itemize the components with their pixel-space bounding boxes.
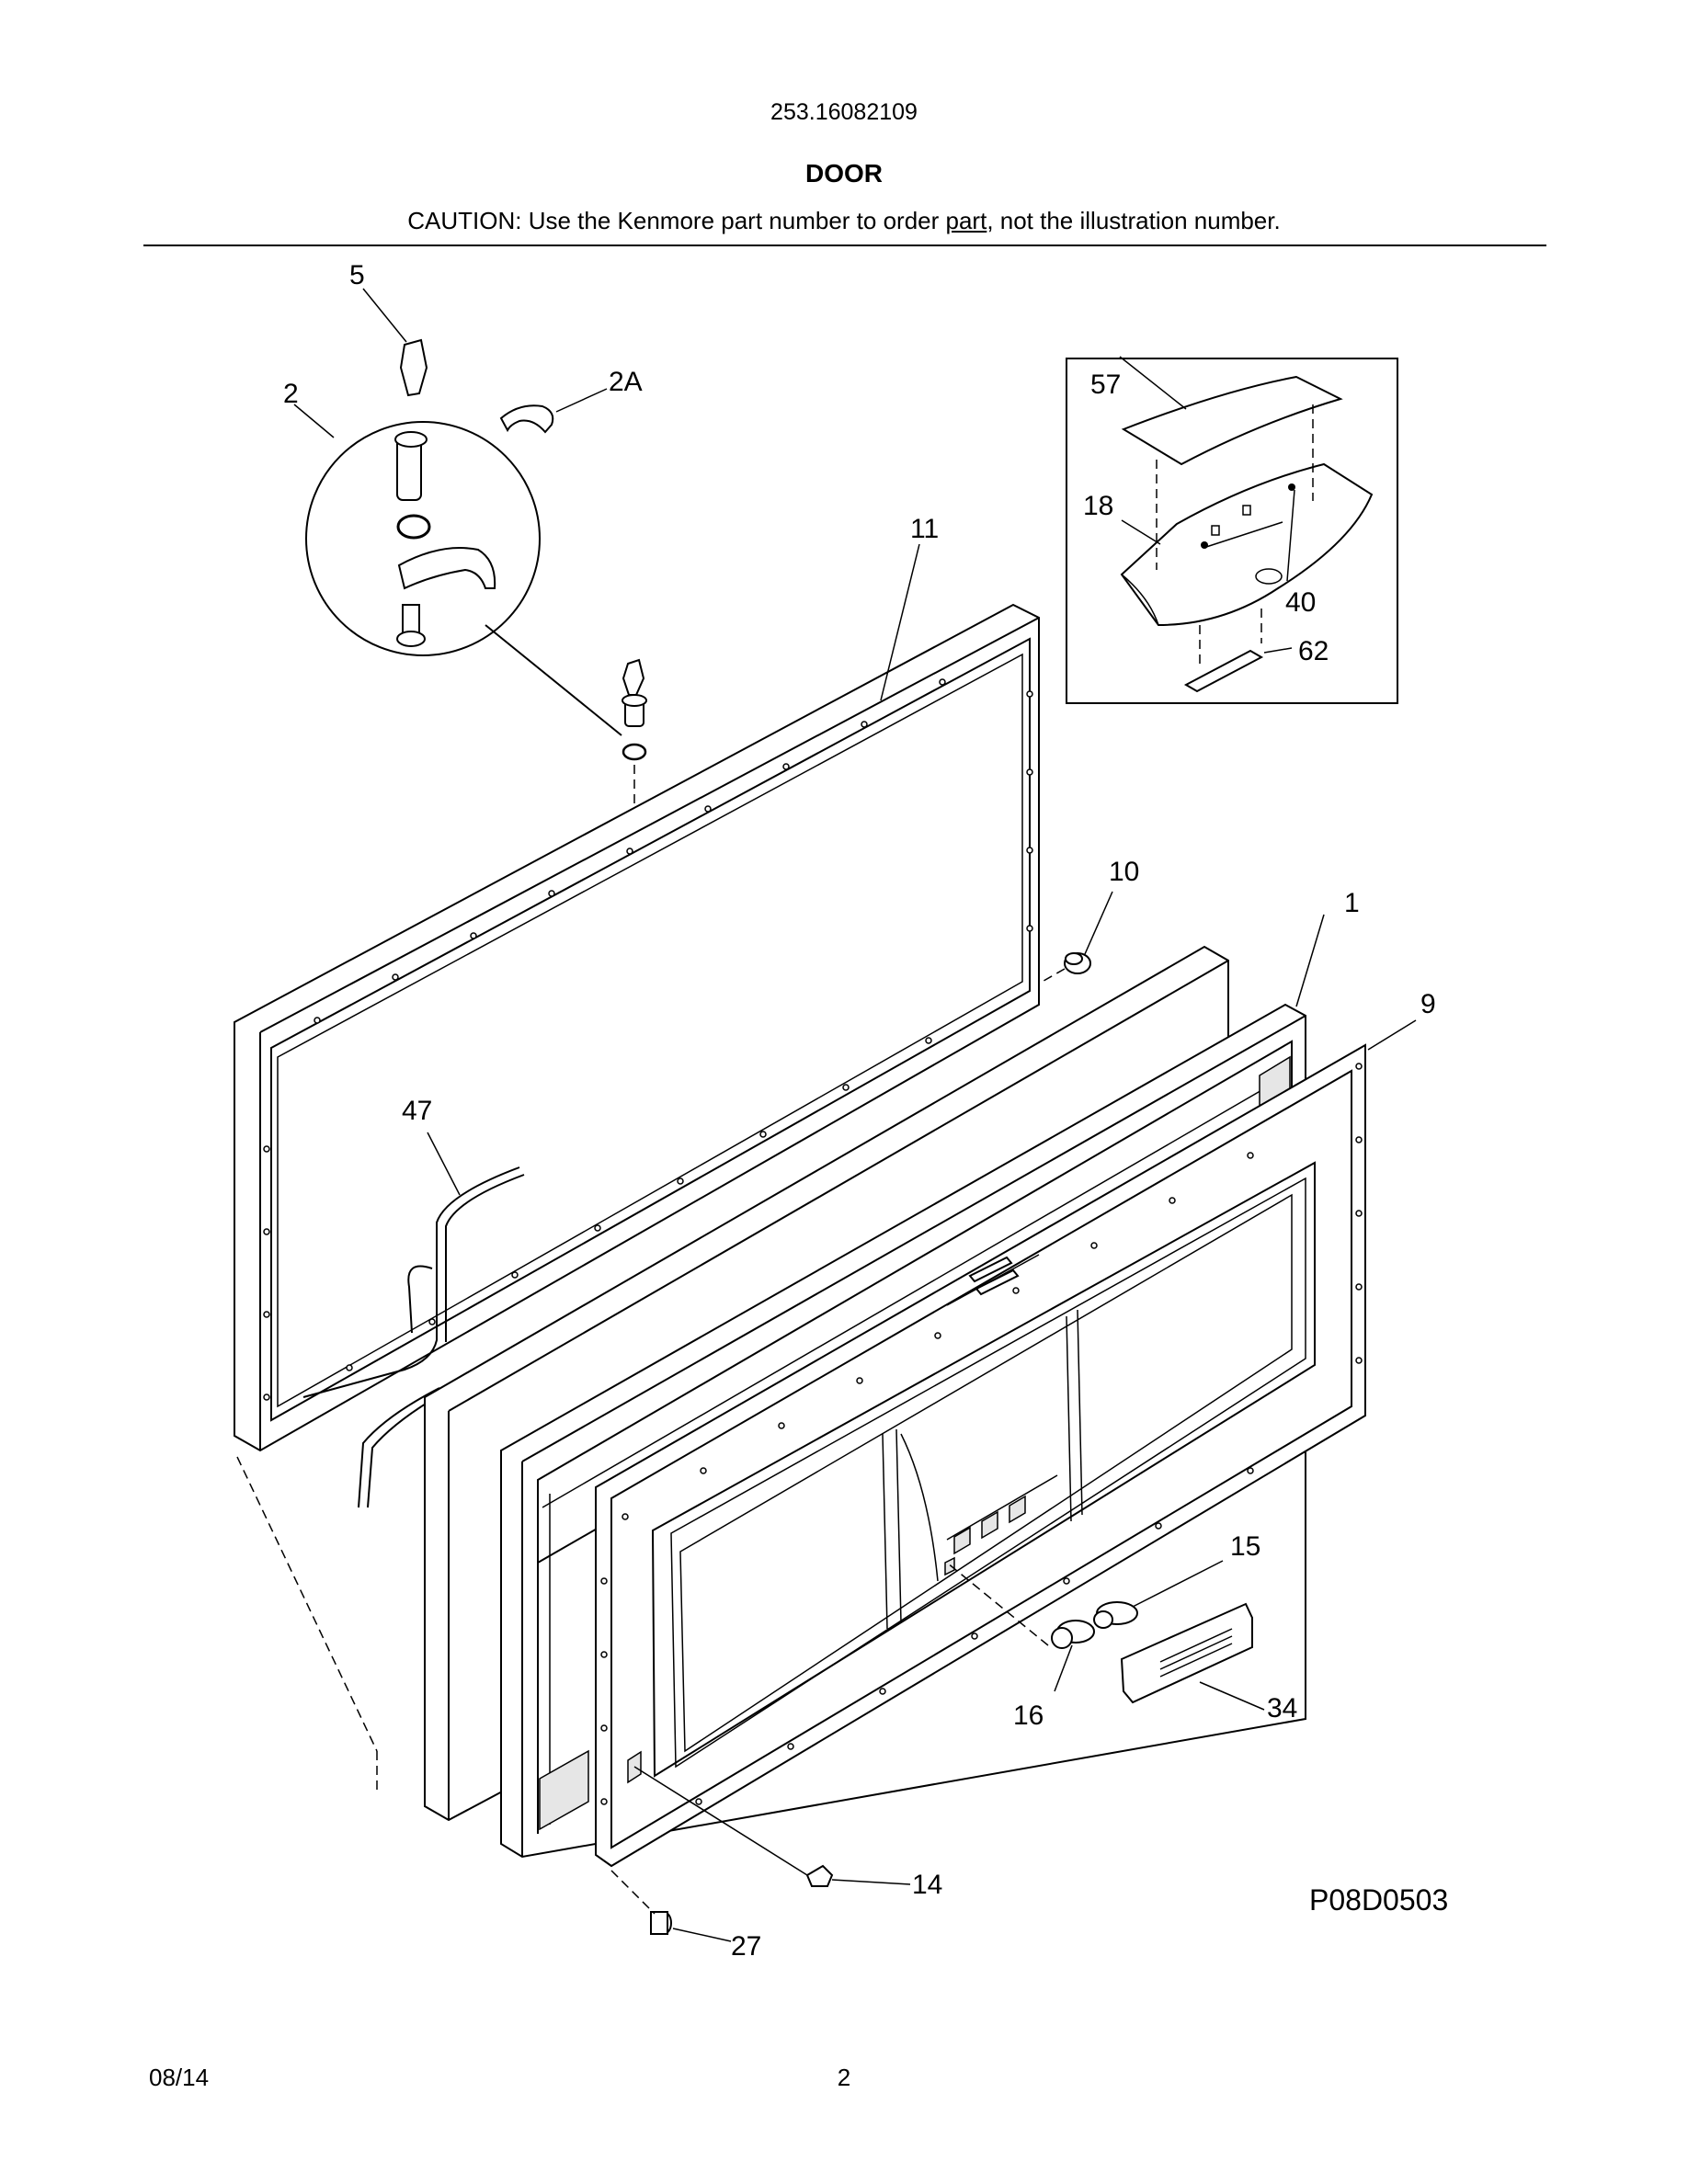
trim-strip-57	[1121, 375, 1343, 466]
callout-1: 1	[1344, 888, 1360, 918]
frame-11-holes	[263, 678, 1033, 1401]
callout-57: 57	[1090, 370, 1121, 400]
callout-5: 5	[349, 260, 365, 290]
liner-9-holes	[600, 1063, 1363, 1805]
handle-inset-box	[1066, 356, 1398, 704]
light-shield-34	[1120, 1602, 1265, 1711]
light-switch-14	[633, 1766, 911, 1887]
callout-62: 62	[1298, 636, 1329, 666]
handle-18	[1120, 462, 1374, 627]
hinge-pin	[622, 658, 645, 696]
clip-2A	[499, 404, 554, 434]
caution-prefix: CAUTION: Use the Kenmore part number to …	[407, 207, 946, 234]
footer-date: 08/14	[149, 2064, 210, 2091]
caution-note: CAUTION: Use the Kenmore part number to …	[0, 207, 1688, 235]
hinge-cap-5	[399, 338, 428, 397]
callout-27: 27	[731, 1931, 761, 1962]
callout-2: 2	[283, 379, 299, 409]
door-liner-frame-11	[234, 603, 1040, 1452]
callout-9: 9	[1420, 989, 1436, 1019]
callout-10: 10	[1109, 857, 1139, 887]
callout-16: 16	[1013, 1701, 1044, 1731]
header-rule	[143, 245, 1546, 246]
callout-18: 18	[1083, 491, 1113, 521]
lamp-socket-15	[1093, 1560, 1224, 1629]
bulb-16	[1051, 1620, 1095, 1692]
footer-page-number: 2	[837, 2064, 851, 2091]
callout-47: 47	[402, 1096, 432, 1126]
callout-40: 40	[1285, 587, 1316, 618]
callout-14: 14	[912, 1870, 942, 1900]
wire-harness-47	[302, 1132, 525, 1508]
callout-2A: 2A	[609, 367, 643, 397]
model-number: 253.16082109	[770, 99, 918, 125]
hinge-detail-circle	[293, 404, 622, 736]
callout-15: 15	[1230, 1531, 1260, 1562]
switch-plate-62	[1183, 649, 1264, 693]
bumper-10	[1038, 891, 1113, 984]
caution-underlined-word: part	[945, 207, 987, 234]
callout-34: 34	[1267, 1693, 1297, 1723]
caution-suffix: , not the illustration number.	[987, 207, 1281, 234]
drawing-code: P08D0503	[1309, 1883, 1448, 1917]
door-inner-liner-9	[595, 1043, 1366, 1868]
callout-11: 11	[910, 514, 939, 544]
section-title: DOOR	[805, 159, 883, 188]
callout-labels: 5 2 2A 11 57 18 40 62 10 1 9 47 15 16 34…	[283, 260, 1448, 1962]
screw-27	[610, 1870, 732, 1942]
